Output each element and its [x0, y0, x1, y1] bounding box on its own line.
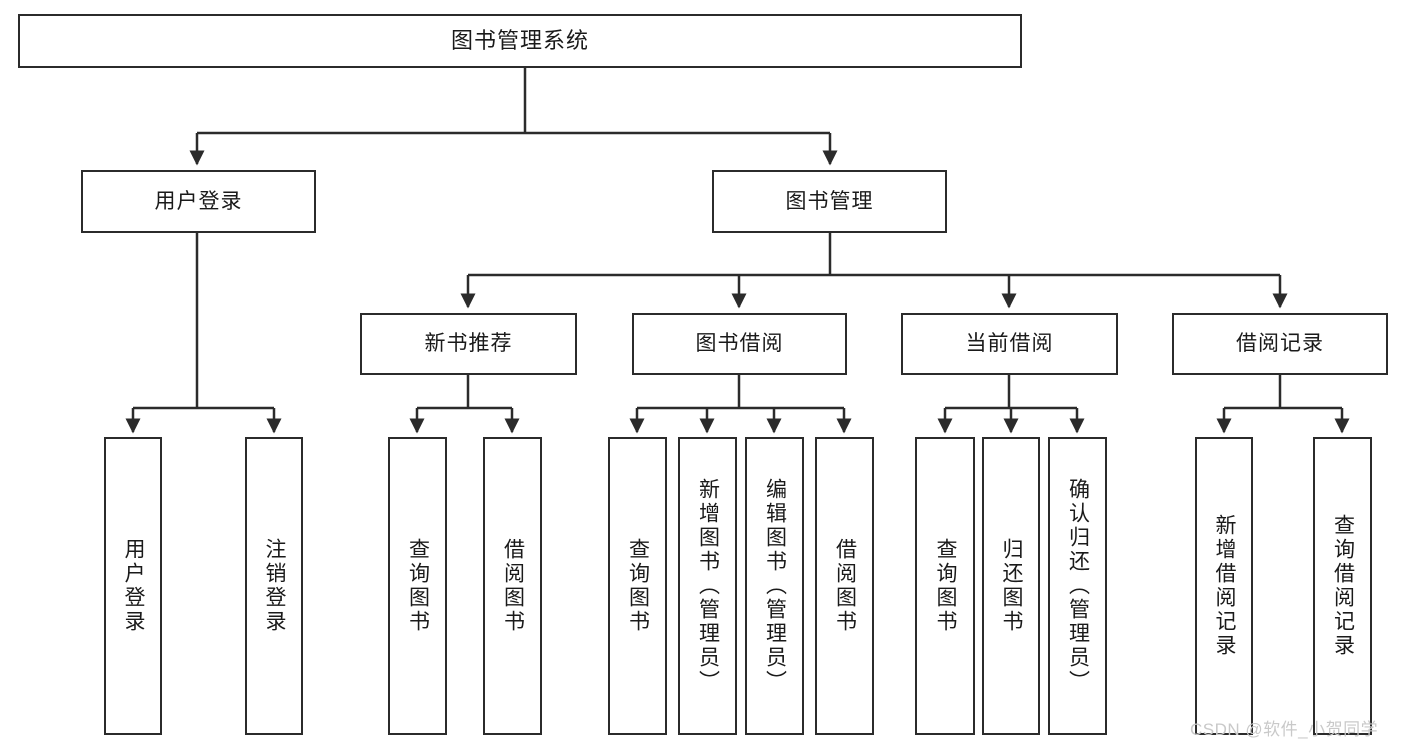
leaf-add-book-admin[interactable]: 新增图书（管理员） — [678, 437, 737, 735]
node-borrowing-records[interactable]: 借阅记录 — [1172, 313, 1388, 375]
leaf-borrow-books-recommendation[interactable]: 借阅图书 — [483, 437, 542, 735]
node-user-login[interactable]: 用户登录 — [81, 170, 316, 233]
leaf-logout[interactable]: 注销登录 — [245, 437, 303, 735]
node-book-borrowing[interactable]: 图书借阅 — [632, 313, 847, 375]
leaf-confirm-return-admin[interactable]: 确认归还（管理员） — [1048, 437, 1107, 735]
leaf-return-books[interactable]: 归还图书 — [982, 437, 1040, 735]
node-new-book-recommendation[interactable]: 新书推荐 — [360, 313, 577, 375]
node-book-management[interactable]: 图书管理 — [712, 170, 947, 233]
leaf-query-books-current[interactable]: 查询图书 — [915, 437, 975, 735]
leaf-query-books-borrowing[interactable]: 查询图书 — [608, 437, 667, 735]
csdn-watermark: CSDN @软件_小贺同学 — [1190, 720, 1379, 739]
leaf-query-borrowing-record[interactable]: 查询借阅记录 — [1313, 437, 1372, 735]
leaf-borrow-books-borrowing[interactable]: 借阅图书 — [815, 437, 874, 735]
leaf-add-borrowing-record[interactable]: 新增借阅记录 — [1195, 437, 1253, 735]
node-root-library-system[interactable]: 图书管理系统 — [18, 14, 1022, 68]
node-current-borrowing[interactable]: 当前借阅 — [901, 313, 1118, 375]
leaf-query-books-recommendation[interactable]: 查询图书 — [388, 437, 447, 735]
leaf-edit-book-admin[interactable]: 编辑图书（管理员） — [745, 437, 804, 735]
leaf-user-login[interactable]: 用户登录 — [104, 437, 162, 735]
